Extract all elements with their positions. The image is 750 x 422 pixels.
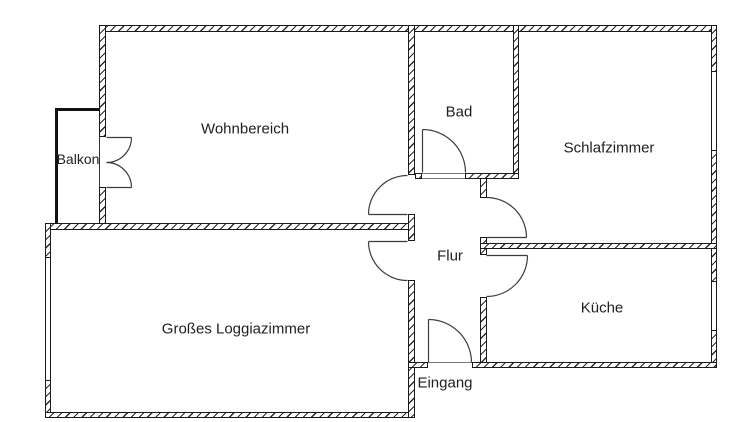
loggia-door (367, 240, 408, 282)
wall-left-upper (99, 25, 106, 137)
kueche-door (486, 254, 529, 298)
wall-kueche-bottom (472, 362, 717, 368)
loggia-window (45, 258, 51, 380)
room-label-loggiazimmer: Großes Loggiazimmer (161, 320, 311, 338)
entrance-door-opening (428, 362, 472, 368)
kueche-door-opening (480, 255, 487, 297)
wohnbereich-door (367, 174, 408, 216)
entrance-door (427, 318, 473, 363)
room-label-bad: Bad (445, 103, 473, 121)
bad-door (421, 128, 467, 173)
room-label-eingang: Eingang (417, 374, 473, 392)
wall-center-mid (408, 214, 415, 241)
room-label-flur: Flur (437, 247, 463, 265)
wohnbereich-door-opening (408, 175, 415, 214)
wall-bad-right (513, 25, 519, 178)
balcony-french-door-upper (106, 136, 133, 164)
wall-right-upper (711, 25, 717, 72)
wall-balkon-left (55, 108, 58, 224)
loggia-door-opening (408, 241, 415, 280)
wall-loggia-bottom (45, 412, 414, 418)
wall-flur-bottom-left (408, 362, 428, 368)
wall-flur-right-lower (480, 297, 487, 368)
wall-bad-bottom-right (465, 173, 519, 179)
wall-schlafzimmer-kueche (480, 243, 717, 249)
room-label-schlafzimmer: Schlafzimmer (563, 139, 655, 157)
wall-loggia-left-upper (45, 223, 51, 258)
wall-balkon-top (55, 108, 99, 111)
room-label-kueche: Küche (580, 299, 624, 317)
balcony-door-opening (99, 137, 106, 187)
wall-wohnbereich-loggia (45, 223, 415, 230)
room-label-balkon: Balkon (56, 151, 100, 167)
wall-center-upper (408, 25, 415, 175)
schlafzimmer-door-opening (480, 198, 487, 237)
kueche-window (711, 282, 717, 330)
bad-door-opening (422, 173, 465, 179)
wall-center-lower (408, 280, 415, 418)
schlafzimmer-window (711, 72, 717, 150)
balcony-french-door-lower (106, 161, 133, 189)
wall-bad-bottom-left (415, 173, 422, 179)
wall-right-mid (711, 150, 717, 282)
room-label-wohnbereich: Wohnbereich (200, 120, 290, 138)
schlafzimmer-door (486, 196, 528, 239)
wall-flur-right-stub1 (480, 178, 487, 198)
